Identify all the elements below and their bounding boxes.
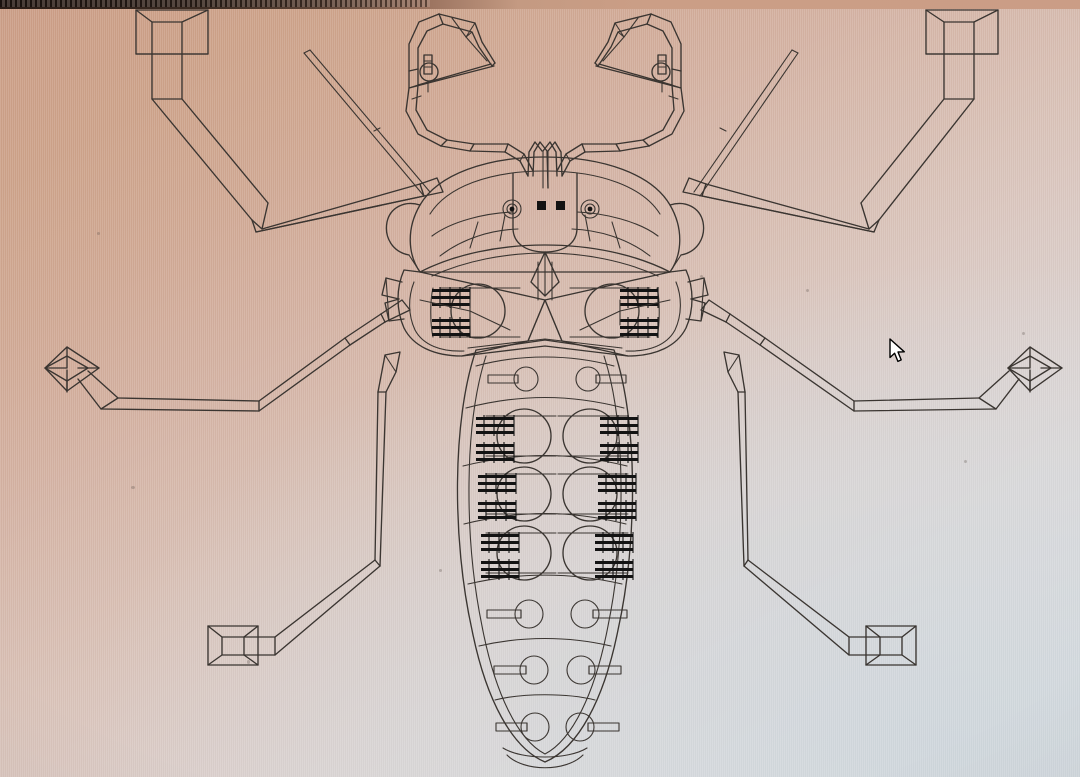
piston-rod-port xyxy=(570,599,628,629)
ladder-hatch-bracket xyxy=(481,559,520,580)
dust-speck xyxy=(247,660,250,664)
ladder-hatch-bracket xyxy=(478,500,517,521)
abdomen-segment-line xyxy=(465,397,625,409)
ladder-hatch-bracket xyxy=(476,442,515,463)
abdomen-segment-line xyxy=(494,694,596,701)
head-carapace xyxy=(385,156,705,301)
foot-diamond-star xyxy=(1007,346,1063,393)
piston-rod-port xyxy=(495,712,550,742)
pincer-claw-right xyxy=(556,13,685,177)
ladder-hatch-bracket xyxy=(481,532,520,553)
ladder-hatch-bracket xyxy=(595,532,634,553)
piston-rod-port xyxy=(565,712,620,742)
leg-front-left xyxy=(135,9,444,233)
ladder-hatch-bracket xyxy=(620,287,659,308)
thorax-plate xyxy=(381,269,709,357)
ladder-hatch-bracket xyxy=(478,473,517,494)
foot-pyramid-square xyxy=(207,625,259,666)
monitor-bezel-strip xyxy=(0,0,1080,9)
dust-speck xyxy=(1022,332,1025,335)
foot-diamond-star xyxy=(44,346,100,393)
abdomen-body xyxy=(456,339,639,769)
leg-middle-left xyxy=(44,299,411,412)
actuator-circle-port xyxy=(557,525,629,581)
ladder-hatch-bracket xyxy=(476,415,515,436)
ladder-hatch-bracket xyxy=(600,415,639,436)
actuator-circle-port xyxy=(485,408,557,464)
pincer-claw-left xyxy=(405,13,534,177)
foot-pyramid-square xyxy=(925,9,999,55)
mouse-pointer-cursor[interactable] xyxy=(889,338,907,364)
dust-speck xyxy=(964,460,967,463)
antenna-right xyxy=(693,49,799,197)
piston-rod-port xyxy=(486,599,544,629)
eye-ring-right xyxy=(580,199,600,219)
piston-rod-port xyxy=(575,366,627,392)
ladder-hatch-bracket xyxy=(598,473,637,494)
leg-front-right xyxy=(682,9,999,233)
dust-speck xyxy=(97,232,100,235)
eye-ring-left xyxy=(502,199,522,219)
ladder-hatch-bracket xyxy=(598,500,637,521)
ladder-hatch-bracket xyxy=(600,442,639,463)
abdomen-segment-line xyxy=(502,747,588,758)
abdomen-segment-line xyxy=(478,637,612,647)
dust-speck xyxy=(806,289,809,292)
piston-rod-port xyxy=(487,366,539,392)
actuator-circle-port xyxy=(485,466,557,522)
dust-speck xyxy=(700,275,703,278)
abdomen-segment-line xyxy=(475,356,615,367)
cursor-arrow-glyph xyxy=(889,338,905,363)
abdomen-segment-line xyxy=(467,574,623,585)
dust-speck xyxy=(439,569,442,572)
leg-middle-right xyxy=(700,299,1063,412)
foot-pyramid-square xyxy=(135,9,209,55)
mandible-horns xyxy=(527,141,563,189)
dust-speck xyxy=(131,486,135,489)
piston-rod-port xyxy=(566,655,622,685)
ladder-hatch-bracket xyxy=(620,317,659,338)
eye-square-black xyxy=(537,201,546,210)
antenna-left xyxy=(303,49,431,197)
leg-rear-right xyxy=(723,351,917,666)
eye-square-black xyxy=(556,201,565,210)
ladder-hatch-bracket xyxy=(432,317,471,338)
piston-rod-port xyxy=(493,655,549,685)
actuator-circle-port xyxy=(485,525,557,581)
ladder-hatch-bracket xyxy=(432,287,471,308)
actuator-circle-port xyxy=(557,408,629,464)
monitor-bezel-texture xyxy=(0,0,430,7)
foot-pyramid-square xyxy=(865,625,917,666)
ladder-hatch-bracket xyxy=(595,559,634,580)
leg-rear-left xyxy=(207,351,401,666)
